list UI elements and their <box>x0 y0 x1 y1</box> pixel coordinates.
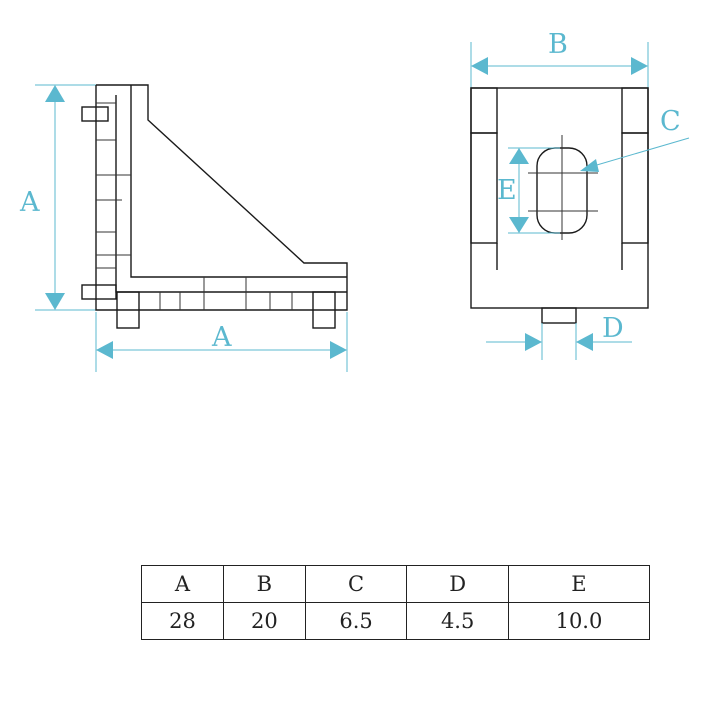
side-view: A A <box>19 84 348 372</box>
hole-callout-label: C <box>660 106 681 137</box>
arrow-pointer-icon <box>580 159 599 172</box>
spec-value-row: 28 20 6.5 4.5 10.0 <box>141 602 651 640</box>
spec-header-row: A B C D E <box>141 565 651 603</box>
arrow-right-icon <box>631 57 648 75</box>
spec-header-cell: E <box>507 565 651 603</box>
hole-callout: C <box>580 106 690 172</box>
arrow-right-icon <box>330 341 347 359</box>
hole-height-dimension: E <box>497 147 560 234</box>
arrow-up-icon <box>45 85 65 102</box>
bracket-outline <box>81 84 348 329</box>
width-b-label: B <box>548 29 568 60</box>
hole-height-label: E <box>497 175 517 206</box>
spec-table: A B C D E 28 20 6.5 4.5 10.0 <box>141 565 651 640</box>
arrow-left-icon <box>96 341 113 359</box>
arrow-up-icon <box>509 148 529 164</box>
spec-header-cell: B <box>222 565 306 603</box>
spec-value-cell: 10.0 <box>507 602 651 640</box>
front-view: B E <box>470 29 690 360</box>
arrow-down-icon <box>45 293 65 310</box>
tab-width-label: D <box>602 313 624 344</box>
spec-value-cell: 20 <box>222 602 306 640</box>
spec-value-cell: 4.5 <box>406 602 509 640</box>
spec-header-cell: C <box>304 565 408 603</box>
arrow-down-icon <box>509 217 529 233</box>
width-dimension-label: A <box>211 322 232 353</box>
height-dimension: A <box>19 84 120 311</box>
spec-header-cell: A <box>141 565 224 603</box>
arrow-left-icon <box>471 57 488 75</box>
spec-value-cell: 6.5 <box>304 602 408 640</box>
width-b-dimension: B <box>470 29 649 88</box>
spec-value-cell: 28 <box>141 602 224 640</box>
height-dimension-label: A <box>19 187 40 218</box>
arrow-left-icon <box>576 333 593 351</box>
spec-header-cell: D <box>406 565 509 603</box>
arrow-right-icon <box>525 333 542 351</box>
front-body <box>470 87 649 324</box>
tab-width-dimension: D <box>486 313 632 360</box>
width-dimension: A <box>95 312 348 372</box>
